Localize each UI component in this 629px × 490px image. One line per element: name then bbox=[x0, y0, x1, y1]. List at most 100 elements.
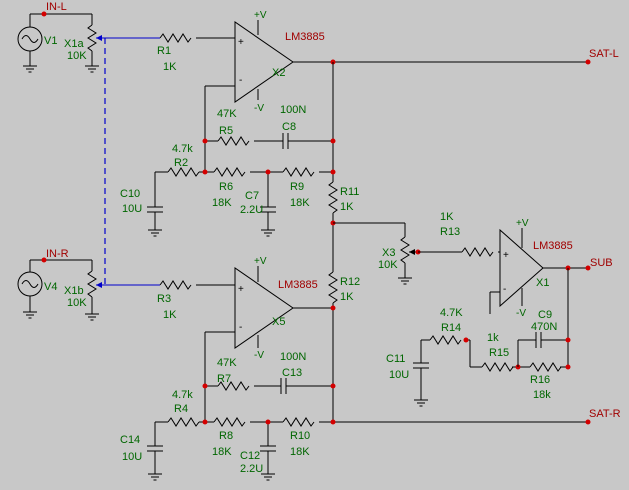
resistor-r12-ref: R12 bbox=[340, 276, 360, 288]
opamp-x2-vpos: +V bbox=[254, 10, 267, 21]
pot-x1a-value: 10K bbox=[67, 50, 87, 62]
resistor-r11-ref: R11 bbox=[340, 186, 359, 198]
resistor-r16-value: 18k bbox=[533, 389, 551, 401]
opamp-x2: +V -V + - X2 LM3885 bbox=[234, 10, 325, 114]
resistor-r10-ref: R10 bbox=[290, 430, 310, 442]
resistor-r15-ref: R15 bbox=[489, 347, 509, 359]
opamp-x2-ref: X2 bbox=[272, 67, 285, 79]
resistor-r7-ref: R7 bbox=[217, 373, 231, 385]
capacitor-c12-value: 2.2U bbox=[240, 463, 263, 475]
resistor-r4 bbox=[167, 417, 200, 427]
capacitor-c7-ref: C7 bbox=[245, 190, 259, 202]
capacitor-c10-ref: C10 bbox=[120, 188, 140, 200]
capacitor-c10-value: 10U bbox=[122, 203, 142, 215]
resistor-r8 bbox=[213, 417, 246, 427]
opamp-x1-vneg: -V bbox=[516, 308, 526, 319]
resistor-r13 bbox=[461, 247, 494, 257]
resistor-r8-value: 18K bbox=[212, 446, 232, 458]
opamp-x1-ref: X1 bbox=[536, 277, 549, 289]
net-label-sat-r: SAT-R bbox=[589, 408, 621, 420]
pot-x1a: X1a 10K bbox=[64, 14, 105, 73]
opamp-x5-minus: - bbox=[239, 322, 242, 333]
resistor-r7-value: 47K bbox=[217, 357, 237, 369]
resistor-r16 bbox=[529, 362, 562, 372]
resistor-r13-ref: R13 bbox=[440, 226, 460, 238]
capacitor-c13-value: 100N bbox=[280, 351, 306, 363]
resistor-r3-ref: R3 bbox=[157, 293, 171, 305]
source-v4: V4 bbox=[17, 260, 57, 319]
resistor-r14 bbox=[429, 335, 462, 345]
resistor-r12 bbox=[328, 271, 338, 304]
resistor-r6-ref: R6 bbox=[219, 181, 233, 193]
capacitor-c14-value: 10U bbox=[122, 451, 142, 463]
opamp-x1-vpos: +V bbox=[516, 218, 529, 229]
resistor-r9-ref: R9 bbox=[290, 181, 304, 193]
opamp-x5: +V -V + - X5 LM3885 bbox=[234, 256, 318, 361]
capacitor-c13-ref: C13 bbox=[282, 367, 302, 379]
opamp-x1-minus: - bbox=[503, 284, 506, 295]
resistor-r9 bbox=[282, 167, 315, 177]
resistor-r1 bbox=[159, 33, 192, 43]
resistor-r10 bbox=[282, 417, 315, 427]
pot-x1b-value: 10K bbox=[67, 297, 87, 309]
capacitor-c8-value: 100N bbox=[280, 104, 306, 116]
capacitor-c8-ref: C8 bbox=[282, 121, 296, 133]
pot-x1b-ref: X1b bbox=[64, 285, 84, 297]
resistor-r5-value: 47K bbox=[217, 108, 237, 120]
opamp-x1-plus: + bbox=[503, 250, 509, 261]
resistor-r13-value: 1K bbox=[440, 211, 454, 223]
resistor-r10-value: 18K bbox=[290, 446, 310, 458]
resistor-r11-value: 1K bbox=[340, 201, 354, 213]
capacitor-c9-value: 470N bbox=[531, 321, 557, 333]
resistor-r14-ref: R14 bbox=[441, 322, 461, 334]
opamp-x2-minus: - bbox=[239, 75, 242, 86]
resistor-r5-ref: R5 bbox=[219, 125, 233, 137]
resistor-r9-value: 18K bbox=[290, 197, 310, 209]
resistor-r2-value: 4.7k bbox=[172, 143, 193, 155]
resistor-r5 bbox=[217, 136, 250, 146]
capacitor-c11-ref: C11 bbox=[386, 353, 405, 365]
opamp-x2-vneg: -V bbox=[254, 103, 264, 114]
opamp-x1-part: LM3885 bbox=[533, 240, 573, 252]
opamp-x5-ref: X5 bbox=[272, 316, 285, 328]
opamp-x5-vneg: -V bbox=[254, 350, 264, 361]
opamp-x1: +V -V + - X1 LM3885 bbox=[499, 218, 573, 319]
capacitor-c9-ref: C9 bbox=[538, 309, 552, 321]
pot-x3: X3 10K bbox=[378, 223, 418, 285]
source-v1: V1 bbox=[17, 14, 57, 73]
opamp-x5-plus: + bbox=[238, 284, 244, 295]
resistor-r8-ref: R8 bbox=[219, 430, 233, 442]
resistor-r1-ref: R1 bbox=[157, 45, 171, 57]
resistor-r3 bbox=[159, 280, 192, 290]
pot-x3-ref: X3 bbox=[382, 247, 395, 259]
opamp-x5-vpos: +V bbox=[254, 256, 267, 267]
net-label-in-r: IN-R bbox=[46, 248, 69, 260]
resistor-r14-value: 4.7K bbox=[440, 307, 463, 319]
source-v1-label: V1 bbox=[44, 35, 57, 47]
capacitor-c14-ref: C14 bbox=[120, 434, 140, 446]
capacitor-c11-value: 10U bbox=[389, 369, 409, 381]
opamp-x5-part: LM3885 bbox=[278, 279, 318, 291]
resistor-r15-value: 1k bbox=[487, 332, 499, 344]
resistor-r3-value: 1K bbox=[163, 309, 177, 321]
net-label-sat-l: SAT-L bbox=[589, 48, 619, 60]
net-label-sub: SUB bbox=[590, 257, 613, 269]
pot-x1b: X1b 10K bbox=[64, 260, 105, 321]
resistor-r15 bbox=[481, 362, 514, 372]
resistor-r4-value: 4.7k bbox=[172, 389, 193, 401]
source-v4-label: V4 bbox=[44, 281, 57, 293]
resistor-r2 bbox=[167, 167, 200, 177]
capacitor-c7-value: 2.2U bbox=[240, 204, 263, 216]
resistor-r11 bbox=[328, 181, 338, 214]
opamp-x2-part: LM3885 bbox=[285, 31, 325, 43]
pot-x1a-ref: X1a bbox=[64, 38, 84, 50]
resistor-r12-value: 1K bbox=[340, 291, 354, 303]
resistor-r6 bbox=[213, 167, 246, 177]
resistor-r4-ref: R4 bbox=[174, 403, 188, 415]
resistor-r16-ref: R16 bbox=[530, 374, 550, 386]
capacitor-c12-ref: C12 bbox=[240, 450, 260, 462]
opamp-x2-plus: + bbox=[238, 37, 244, 48]
resistor-r2-ref: R2 bbox=[174, 157, 188, 169]
net-label-in-l: IN-L bbox=[46, 1, 67, 13]
